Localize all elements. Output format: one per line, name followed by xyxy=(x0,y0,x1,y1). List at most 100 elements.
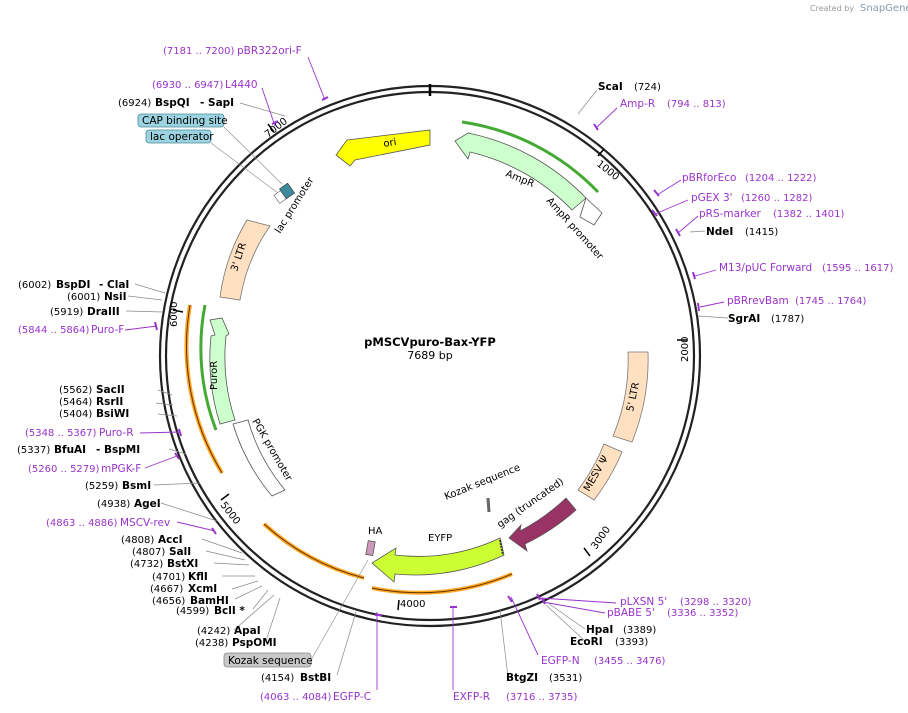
feature-kozak-mark[interactable] xyxy=(486,497,491,513)
enzyme-ecori-pos: (3393) xyxy=(615,637,648,648)
feature-ampr-arrow[interactable] xyxy=(454,132,587,211)
lac-operator-label-box[interactable] xyxy=(145,129,212,144)
enzyme-pspomi: PspOMI xyxy=(232,637,277,649)
eyfp-hatch xyxy=(499,539,504,556)
enzyme-nsii-pos: (6001) xyxy=(67,292,100,303)
enzyme-ndei: NdeI xyxy=(706,226,733,238)
enzyme-bstxi: BstXI xyxy=(167,558,198,570)
enzyme-ecori: EcoRI xyxy=(570,636,603,648)
enzyme-bsmi-pos: (5259) xyxy=(85,481,118,492)
primer-m13-puc-forward-range: (1595 .. 1617) xyxy=(822,263,894,274)
primer-pbrforeco-range: (1204 .. 1222) xyxy=(745,173,817,184)
primer-mpgk-f: mPGK-F xyxy=(101,463,141,475)
enzyme-apai-pos: (4242) xyxy=(197,626,230,637)
feature-mesv-arc[interactable] xyxy=(577,443,623,501)
enzyme-ndei-pos: (1415) xyxy=(745,227,778,238)
tick-6000: 6000 xyxy=(169,302,180,327)
primer-l4440-range: (6930 .. 6947) xyxy=(152,80,224,91)
enzyme-rsrii: RsrII xyxy=(96,396,123,408)
tick-3000: 3000 xyxy=(589,525,613,552)
enzyme-bstbi-pos: (4154) xyxy=(261,673,294,684)
enzyme-hpai-pos: (3389) xyxy=(623,625,656,636)
feature-puror-label: PuroR xyxy=(209,361,220,390)
orange-trace-bottom xyxy=(262,522,365,580)
primer-amp-r: Amp-R xyxy=(620,98,655,110)
credit-text: Created by xyxy=(810,4,854,13)
enzyme-leaders xyxy=(125,89,729,678)
enzyme-bfuai-extra: - BspMI xyxy=(96,444,140,456)
enzyme-sacii: SacII xyxy=(96,384,125,396)
enzyme-agei: AgeI xyxy=(134,498,161,510)
primer-egfp-n: EGFP-N xyxy=(541,655,580,667)
primer-exfp-r: EXFP-R xyxy=(453,691,490,703)
primer-puro-f-range: (5844 .. 5864) xyxy=(18,325,90,336)
primer-pbrrevbam: pBRrevBam xyxy=(727,295,789,307)
feature-pgk-promoter-arc[interactable] xyxy=(232,419,286,497)
enzyme-labels: ScaI (724) NdeI (1415) SgrAI (1787) HpaI… xyxy=(17,81,804,684)
plasmid-name: pMSCVpuro-Bax-YFP xyxy=(364,335,496,349)
tick-2000: 2000 xyxy=(680,337,691,362)
kozak-boxed-label: Kozak sequence xyxy=(228,655,313,667)
primer-pgex3: pGEX 3' xyxy=(691,192,733,204)
enzyme-hpai: HpaI xyxy=(586,624,613,636)
cap-binding-box[interactable] xyxy=(137,113,225,128)
enzyme-xcmi: XcmI xyxy=(188,583,217,595)
feature-ori-label: ori xyxy=(383,137,398,150)
enzyme-sgrai-pos: (1787) xyxy=(771,314,804,325)
tick-marks xyxy=(172,123,687,611)
feature-5ltr-arc[interactable] xyxy=(612,351,649,443)
enzyme-sali: SalI xyxy=(169,546,191,558)
enzyme-bfuai-pos: (5337) xyxy=(17,445,50,456)
enzyme-bcli: BclI * xyxy=(214,605,245,617)
primer-mscv-rev-range: (4863 .. 4886) xyxy=(46,518,118,529)
primer-puro-f: Puro-F xyxy=(91,324,124,336)
primer-exfp-r-range: (3716 .. 3735) xyxy=(506,692,578,703)
primer-leaders xyxy=(124,56,725,690)
feature-eyfp-label: EYFP xyxy=(428,533,452,544)
primer-puro-r: Puro-R xyxy=(99,427,134,439)
enzyme-sali-pos: (4807) xyxy=(132,547,165,558)
enzyme-agei-pos: (4938) xyxy=(97,499,130,510)
enzyme-bspqi-pos: (6924) xyxy=(118,98,151,109)
feature-gag-arrow[interactable] xyxy=(508,497,577,553)
feature-lac-promoter-label: lac promoter xyxy=(273,175,317,236)
primer-pbabe5-range: (3336 .. 3352) xyxy=(667,608,739,619)
primer-pbrrevbam-range: (1745 .. 1764) xyxy=(795,296,867,307)
feature-3ltr-arc[interactable] xyxy=(219,219,271,301)
enzyme-bstbi: BstBI xyxy=(300,672,331,684)
primer-plxsn5-range: (3298 .. 3320) xyxy=(680,597,752,608)
enzyme-bspdi-pos: (6002) xyxy=(18,280,51,291)
enzyme-apai: ApaI xyxy=(234,625,261,637)
kozak-leader xyxy=(310,559,369,661)
primer-egfp-c-range: (4063 .. 4084) xyxy=(260,692,332,703)
enzyme-bamhi-pos: (4656) xyxy=(152,596,185,607)
enzyme-bspdi: BspDI xyxy=(56,279,90,291)
tick-5000: 5000 xyxy=(218,500,242,527)
enzyme-bspdi-extra: - ClaI xyxy=(99,279,129,291)
credit-brand: SnapGene xyxy=(860,3,908,14)
plasmid-length: 7689 bp xyxy=(407,349,452,362)
enzyme-scai-pos: (724) xyxy=(634,82,661,93)
enzyme-kfli-pos: (4701) xyxy=(152,572,185,583)
feature-puror-arrow[interactable] xyxy=(209,317,236,425)
enzyme-acci: AccI xyxy=(158,534,182,546)
puror-trace xyxy=(199,304,218,431)
enzyme-bspqi: BspQI xyxy=(155,97,190,109)
enzyme-acci-pos: (4808) xyxy=(121,535,154,546)
enzyme-nsii: NsiI xyxy=(104,291,127,303)
primer-prs-marker-range: (1382 .. 1401) xyxy=(773,209,845,220)
enzyme-kfli: KflI xyxy=(188,571,208,583)
enzyme-bsmi: BsmI xyxy=(122,480,151,492)
primer-pbabe5: pBABE 5' xyxy=(607,607,655,619)
feature-eyfp-arrow[interactable] xyxy=(371,537,505,583)
feature-lac-promoter-box[interactable] xyxy=(273,190,287,204)
enzyme-pspomi-pos: (4238) xyxy=(195,638,228,649)
primer-pgex3-range: (1260 .. 1282) xyxy=(741,193,813,204)
tick-4000: 4000 xyxy=(400,599,425,610)
primer-pbr322ori-f-range: (7181 .. 7200) xyxy=(163,46,235,57)
feature-ha-box[interactable] xyxy=(365,540,376,557)
primer-mpgk-f-range: (5260 .. 5279) xyxy=(28,464,100,475)
feature-ampr-promoter-arrow[interactable] xyxy=(579,197,603,226)
feature-ori-arrow[interactable] xyxy=(335,129,431,167)
